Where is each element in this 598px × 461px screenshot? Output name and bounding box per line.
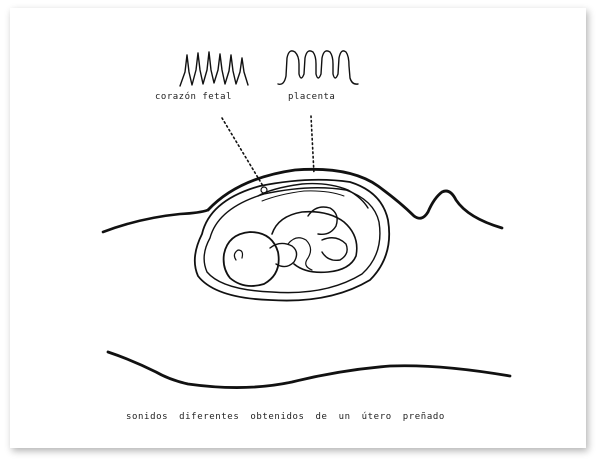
fetal-heart-waveform bbox=[180, 52, 248, 86]
illustration-card: corazón fetal placenta sonidos diferente… bbox=[10, 8, 586, 448]
figure-caption: sonidos diferentes obtenidos de un útero… bbox=[126, 412, 445, 422]
body-outline-bottom bbox=[108, 352, 510, 388]
placenta-label: placenta bbox=[288, 92, 335, 102]
body-outline-left bbox=[103, 210, 208, 232]
fetus-hand bbox=[270, 243, 297, 266]
placenta-sound-path bbox=[311, 116, 314, 174]
umbilical-cord bbox=[288, 238, 312, 270]
pregnant-uterus-illustration bbox=[10, 8, 586, 448]
placenta-waveform bbox=[278, 51, 358, 84]
fetus-head bbox=[224, 232, 279, 286]
fetus-legs bbox=[308, 207, 347, 260]
heart-sound-path bbox=[222, 118, 263, 186]
fetal-heart-marker bbox=[261, 187, 267, 193]
fetus-ear bbox=[234, 250, 242, 260]
fetal-heart-label: corazón fetal bbox=[155, 92, 232, 102]
